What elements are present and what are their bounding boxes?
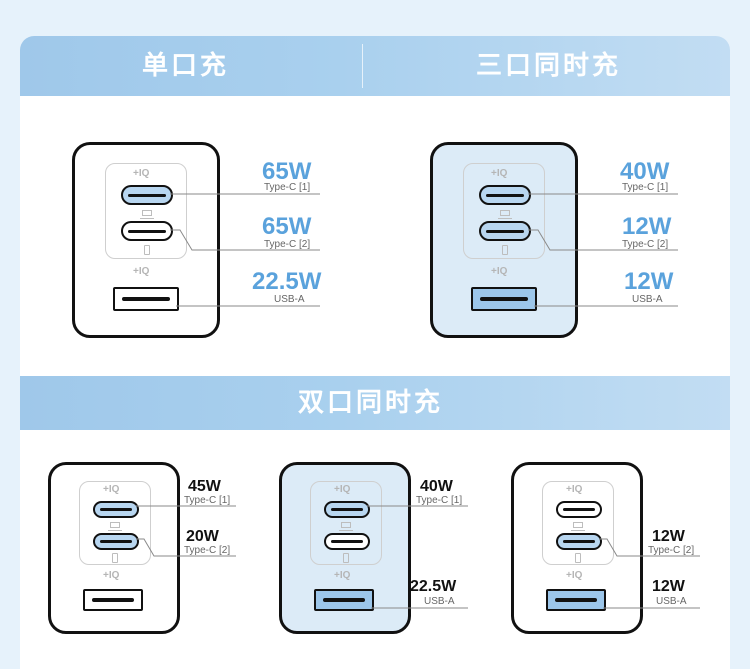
phone-icon bbox=[575, 553, 581, 563]
dual3-a-label: USB-A bbox=[656, 596, 687, 607]
leader-line bbox=[170, 229, 320, 251]
usb-a-port bbox=[83, 589, 143, 611]
usb-a-port bbox=[314, 589, 374, 611]
c-port-frame bbox=[79, 481, 151, 565]
type-c-port-1 bbox=[324, 501, 370, 518]
c-port-frame bbox=[310, 481, 382, 565]
c-port-frame bbox=[542, 481, 614, 565]
laptop-icon bbox=[108, 522, 122, 531]
iq-logo: +IQ bbox=[133, 168, 150, 179]
dual1-c2-watt: 20W bbox=[186, 528, 219, 545]
type-c-port-2 bbox=[93, 533, 139, 550]
dual3-c2-label: Type-C [2] bbox=[648, 545, 695, 556]
leader-line bbox=[136, 538, 236, 557]
triple-a-label: USB-A bbox=[632, 294, 663, 305]
type-c-port-1 bbox=[556, 501, 602, 518]
iq-logo: +IQ bbox=[133, 266, 150, 277]
triple-c2-watt: 12W bbox=[622, 213, 672, 240]
type-c-port-1 bbox=[121, 185, 173, 205]
charger-dual-c2-a: +IQ +IQ bbox=[511, 462, 643, 634]
single-c1-label: Type-C [1] bbox=[264, 182, 311, 193]
triple-c2-label: Type-C [2] bbox=[622, 239, 669, 250]
c-port-frame bbox=[463, 163, 545, 259]
type-c-port-1 bbox=[479, 185, 531, 205]
charger-dual-c1-a: +IQ +IQ bbox=[279, 462, 411, 634]
iq-logo: +IQ bbox=[566, 484, 583, 495]
type-c-port-2 bbox=[479, 221, 531, 241]
dual2-a-watt: 22.5W bbox=[410, 578, 457, 595]
laptop-icon bbox=[571, 522, 585, 531]
content-panel: 单口充 三口同时充 +IQ +IQ 65W Type-C [1] 65W Typ… bbox=[20, 36, 730, 669]
phone-icon bbox=[112, 553, 118, 563]
iq-logo: +IQ bbox=[491, 266, 508, 277]
header-top: 单口充 三口同时充 bbox=[20, 36, 730, 96]
phone-icon bbox=[502, 245, 508, 255]
usb-a-port bbox=[113, 287, 179, 311]
iq-logo: +IQ bbox=[334, 570, 351, 581]
triple-port-title: 三口同时充 bbox=[476, 51, 622, 81]
leader-lines bbox=[136, 193, 700, 609]
type-c-port-2 bbox=[324, 533, 370, 550]
triple-c1-label: Type-C [1] bbox=[622, 182, 669, 193]
dual-port-title: 双口同时充 bbox=[298, 388, 444, 418]
laptop-icon bbox=[140, 210, 154, 219]
leader-line bbox=[528, 229, 678, 251]
dual3-a-watt: 12W bbox=[652, 578, 685, 595]
single-a-label: USB-A bbox=[274, 294, 305, 305]
c-port-frame bbox=[105, 163, 187, 259]
dual1-c1-watt: 45W bbox=[188, 478, 221, 495]
phone-icon bbox=[343, 553, 349, 563]
dual2-c1-label: Type-C [1] bbox=[416, 495, 463, 506]
single-port-title: 单口充 bbox=[142, 51, 230, 81]
dual3-c2-watt: 12W bbox=[652, 528, 685, 545]
charger-single: +IQ +IQ bbox=[72, 142, 220, 338]
laptop-icon bbox=[498, 210, 512, 219]
leader-line bbox=[599, 538, 700, 557]
type-c-port-1 bbox=[93, 501, 139, 518]
triple-a-watt: 12W bbox=[624, 268, 674, 295]
iq-logo: +IQ bbox=[491, 168, 508, 179]
iq-logo: +IQ bbox=[566, 570, 583, 581]
iq-logo: +IQ bbox=[103, 484, 120, 495]
header-divider bbox=[362, 44, 363, 88]
charger-dual-c1-c2: +IQ +IQ bbox=[48, 462, 180, 634]
single-a-watt: 22.5W bbox=[252, 268, 322, 295]
dual2-a-label: USB-A bbox=[424, 596, 455, 607]
type-c-port-2 bbox=[121, 221, 173, 241]
type-c-port-2 bbox=[556, 533, 602, 550]
iq-logo: +IQ bbox=[334, 484, 351, 495]
usb-a-port bbox=[471, 287, 537, 311]
charger-triple: +IQ +IQ bbox=[430, 142, 578, 338]
dual2-c1-watt: 40W bbox=[420, 478, 453, 495]
laptop-icon bbox=[339, 522, 353, 531]
single-c2-watt: 65W bbox=[262, 213, 312, 240]
iq-logo: +IQ bbox=[103, 570, 120, 581]
phone-icon bbox=[144, 245, 150, 255]
header-dual: 双口同时充 bbox=[20, 376, 730, 430]
single-c2-label: Type-C [2] bbox=[264, 239, 311, 250]
dual1-c2-label: Type-C [2] bbox=[184, 545, 231, 556]
single-c1-watt: 65W bbox=[262, 158, 312, 185]
dual1-c1-label: Type-C [1] bbox=[184, 495, 231, 506]
triple-c1-watt: 40W bbox=[620, 158, 670, 185]
usb-a-port bbox=[546, 589, 606, 611]
